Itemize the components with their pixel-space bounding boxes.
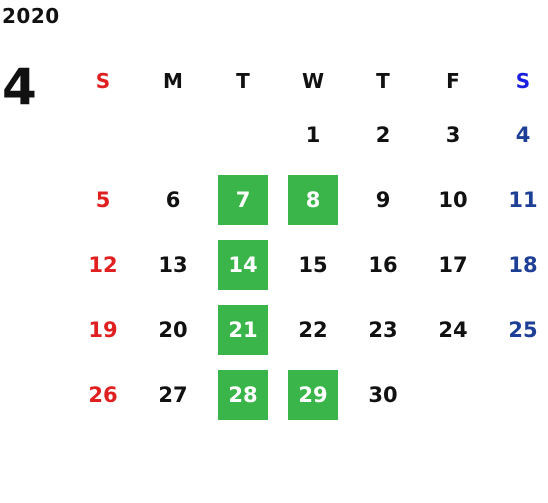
day-number bbox=[218, 110, 268, 160]
day-cell: 26 bbox=[68, 362, 138, 427]
day-number: 26 bbox=[88, 382, 118, 407]
day-number: 16 bbox=[368, 252, 398, 277]
day-number: 5 bbox=[95, 187, 111, 212]
weekday-header-saturday: S bbox=[515, 69, 531, 93]
day-number: 19 bbox=[88, 317, 118, 342]
day-number: 29 bbox=[288, 369, 338, 420]
day-cell: 19 bbox=[68, 297, 138, 362]
day-cell: 4 bbox=[488, 102, 548, 167]
weekday-header-wednesday: W bbox=[301, 69, 325, 93]
day-number: 21 bbox=[218, 304, 268, 355]
day-cell: 22 bbox=[278, 297, 348, 362]
day-number bbox=[78, 110, 128, 160]
day-number: 17 bbox=[438, 252, 468, 277]
day-number: 22 bbox=[298, 317, 328, 342]
day-number: 13 bbox=[158, 252, 188, 277]
day-number: 7 bbox=[218, 174, 268, 225]
day-cell: 25 bbox=[488, 297, 548, 362]
day-cell: 28 bbox=[208, 362, 278, 427]
day-number: 15 bbox=[298, 252, 328, 277]
day-number: 6 bbox=[165, 187, 181, 212]
day-number: 3 bbox=[445, 122, 461, 147]
day-cell: 20 bbox=[138, 297, 208, 362]
day-cell: 18 bbox=[488, 232, 548, 297]
day-number: 25 bbox=[508, 317, 538, 342]
day-number bbox=[498, 370, 548, 420]
day-cell bbox=[68, 102, 138, 167]
day-number bbox=[148, 110, 198, 160]
day-cell: 23 bbox=[348, 297, 418, 362]
day-number bbox=[428, 370, 478, 420]
day-number: 28 bbox=[218, 369, 268, 420]
day-number: 23 bbox=[368, 317, 398, 342]
day-cell: 1 bbox=[278, 102, 348, 167]
weekday-header-friday: F bbox=[446, 69, 460, 93]
day-cell: 27 bbox=[138, 362, 208, 427]
day-cell: 3 bbox=[418, 102, 488, 167]
day-cell: 7 bbox=[208, 167, 278, 232]
weekday-header-thursday: T bbox=[376, 69, 390, 93]
day-number: 18 bbox=[508, 252, 538, 277]
day-cell bbox=[138, 102, 208, 167]
day-number: 12 bbox=[88, 252, 118, 277]
day-number: 2 bbox=[375, 122, 391, 147]
day-number: 9 bbox=[375, 187, 391, 212]
day-number: 11 bbox=[508, 187, 538, 212]
day-cell: 13 bbox=[138, 232, 208, 297]
day-number: 1 bbox=[305, 122, 321, 147]
weekday-header-monday: M bbox=[163, 69, 183, 93]
day-number: 30 bbox=[368, 382, 398, 407]
day-number: 27 bbox=[158, 382, 188, 407]
day-cell: 10 bbox=[418, 167, 488, 232]
day-cell: 16 bbox=[348, 232, 418, 297]
day-cell: 17 bbox=[418, 232, 488, 297]
month-number: 4 bbox=[2, 58, 37, 116]
day-cell: 14 bbox=[208, 232, 278, 297]
day-cell: 9 bbox=[348, 167, 418, 232]
weekday-header-sunday: S bbox=[95, 69, 111, 93]
day-cell: 30 bbox=[348, 362, 418, 427]
day-cell: 11 bbox=[488, 167, 548, 232]
day-cell: 8 bbox=[278, 167, 348, 232]
day-cell: 29 bbox=[278, 362, 348, 427]
day-cell bbox=[488, 362, 548, 427]
day-cell: 2 bbox=[348, 102, 418, 167]
day-number: 8 bbox=[288, 174, 338, 225]
day-cell: 15 bbox=[278, 232, 348, 297]
weekday-header-tuesday: T bbox=[236, 69, 250, 93]
day-number: 4 bbox=[515, 122, 531, 147]
day-number: 10 bbox=[438, 187, 468, 212]
day-cell bbox=[418, 362, 488, 427]
calendar-grid: S M T W T F S 1 2 3 4 5 6 7 8 9 10 11 12… bbox=[68, 60, 548, 427]
day-number: 14 bbox=[218, 239, 268, 290]
day-cell: 12 bbox=[68, 232, 138, 297]
day-number: 20 bbox=[158, 317, 188, 342]
day-cell: 21 bbox=[208, 297, 278, 362]
year-label: 2020 bbox=[2, 4, 60, 28]
day-number: 24 bbox=[438, 317, 468, 342]
day-cell bbox=[208, 102, 278, 167]
day-cell: 5 bbox=[68, 167, 138, 232]
day-cell: 6 bbox=[138, 167, 208, 232]
day-cell: 24 bbox=[418, 297, 488, 362]
